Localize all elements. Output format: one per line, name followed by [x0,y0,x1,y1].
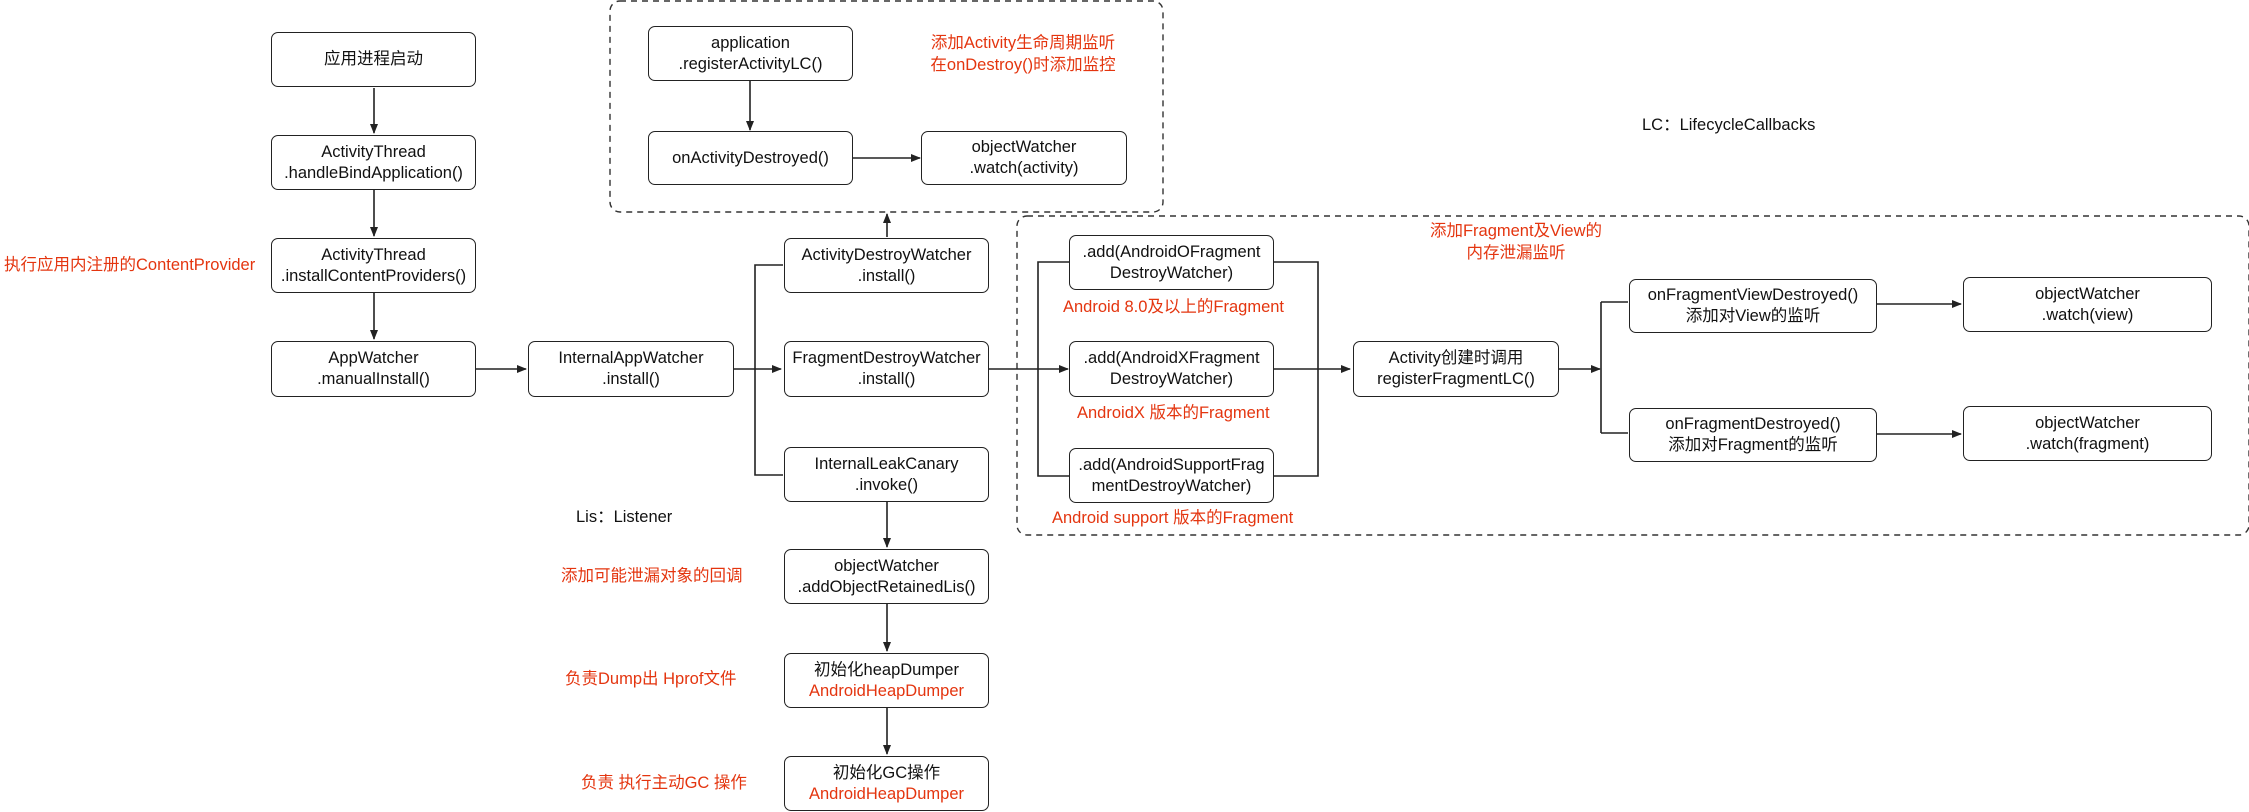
fragment-destroy-watcher-node: FragmentDestroyWatcher .install() [784,341,989,397]
node-text-highlight: AndroidHeapDumper [808,681,964,700]
register-fragment-lc-node: Activity创建时调用 registerFragmentLC() [1353,341,1559,397]
node-text: .handleBindApplication() [284,163,463,182]
fragment-monitor-group [1016,215,2249,536]
add-support-fragment-watcher-node: .add(AndroidSupportFrag mentDestroyWatch… [1069,448,1274,503]
activity-destroy-watcher-node: ActivityDestroyWatcher .install() [784,238,989,293]
fragment-view-note: 添加Fragment及View的 内存泄漏监听 [1400,220,1632,264]
activity-lifecycle-group [609,0,1164,213]
register-activity-lc-node: application .registerActivityLC() [648,26,853,81]
on-activity-destroyed-node: onActivityDestroyed() [648,131,853,185]
dump-hprof-note: 负责Dump出 Hprof文件 [565,670,737,688]
note-line: 添加Fragment及View的 [1429,222,1603,240]
node-text: .watch(activity) [969,159,1079,177]
node-text: 添加对View的监听 [1685,307,1821,325]
node-text: .registerActivityLC() [678,54,823,73]
on-fragment-view-destroyed-node: onFragmentViewDestroyed() 添加对View的监听 [1629,279,1877,333]
node-text-highlight: AndroidHeapDumper [808,784,964,803]
node-text: FragmentDestroyWatcher [792,349,981,367]
lc-legend: LC：LifecycleCallbacks [1642,116,1816,134]
node-text: 初始化heapDumper [814,660,959,679]
watch-fragment-node: objectWatcher .watch(fragment) [1963,406,2212,461]
node-text: .watch(view) [2041,305,2134,324]
node-text: AppWatcher [328,349,419,367]
node-text: 添加对Fragment的监听 [1668,436,1838,454]
node-text: .install() [602,370,660,388]
node-text: .addObjectRetainedLis() [797,577,976,596]
node-text: 应用进程启动 [324,50,423,68]
node-text: Activity创建时调用 [1388,349,1524,367]
note-line: 内存泄漏监听 [1466,244,1566,262]
node-text: InternalLeakCanary [814,454,959,473]
add-object-retained-lis-node: objectWatcher .addObjectRetainedLis() [784,549,989,604]
edge-branch-activity-destroy-watcher [754,264,783,369]
edge-branch-internal-leak-canary [754,369,783,476]
node-text: .installContentProviders() [280,266,467,285]
node-text: mentDestroyWatcher) [1091,476,1252,495]
manual-install-node: AppWatcher .manualInstall() [271,341,476,397]
node-text: onActivityDestroyed() [672,148,829,167]
node-text: objectWatcher [2035,413,2140,432]
internal-leak-canary-node: InternalLeakCanary .invoke() [784,447,989,502]
node-text: .add(AndroidSupportFrag [1078,455,1265,474]
content-provider-note: 执行应用内注册的ContentProvider [4,256,256,274]
lis-legend: Lis：Listener [576,508,673,526]
internal-app-watcher-node: InternalAppWatcher .install() [528,341,734,397]
node-text: onFragmentViewDestroyed() [1647,286,1859,304]
node-text: InternalAppWatcher [558,349,704,367]
activity-lifecycle-note: 添加Activity生命周期监听 在onDestroy()时添加监控 [920,32,1126,76]
init-heap-dumper-node: 初始化heapDumper AndroidHeapDumper [784,653,989,708]
node-text: ActivityThread [321,245,426,264]
node-text: .watch(fragment) [2025,434,2150,453]
gc-note: 负责 执行主动GC 操作 [581,774,747,792]
android-x-note: AndroidX 版本的Fragment [1077,404,1270,422]
add-o-fragment-watcher-node: .add(AndroidOFragment DestroyWatcher) [1069,235,1274,290]
node-text: 初始化GC操作 [832,763,941,782]
note-line: 添加Activity生命周期监听 [930,34,1116,52]
node-text: .install() [857,266,916,285]
node-text: objectWatcher [971,138,1077,156]
watch-view-node: objectWatcher .watch(view) [1963,277,2212,332]
install-content-providers-node: ActivityThread .installContentProviders(… [271,238,476,293]
app-start-node: 应用进程启动 [271,32,476,87]
edge-bracket-left [1037,261,1069,477]
node-text: objectWatcher [2035,284,2140,303]
node-text: .add(AndroidOFragment [1082,242,1261,261]
handle-bind-application-node: ActivityThread .handleBindApplication() [271,135,476,190]
on-fragment-destroyed-node: onFragmentDestroyed() 添加对Fragment的监听 [1629,408,1877,462]
watch-activity-node: objectWatcher .watch(activity) [921,131,1127,185]
node-text: .invoke() [854,475,919,494]
android-8-note: Android 8.0及以上的Fragment [1063,298,1285,316]
note-line: 在onDestroy()时添加监控 [930,56,1116,74]
node-text: ActivityDestroyWatcher [801,245,972,264]
node-text: .manualInstall() [317,370,430,388]
node-text: DestroyWatcher) [1109,370,1234,388]
add-x-fragment-watcher-node: .add(AndroidXFragment DestroyWatcher) [1069,341,1274,397]
node-text: .add(AndroidXFragment [1083,349,1260,367]
node-text: DestroyWatcher) [1109,263,1234,282]
init-gc-node: 初始化GC操作 AndroidHeapDumper [784,756,989,811]
android-support-note: Android support 版本的Fragment [1052,509,1294,527]
node-text: ActivityThread [321,142,426,161]
node-text: onFragmentDestroyed() [1665,415,1841,433]
node-text: objectWatcher [834,556,939,575]
node-text: .install() [857,370,916,388]
node-text: application [711,33,790,52]
retained-callback-note: 添加可能泄漏对象的回调 [561,567,743,585]
node-text: registerFragmentLC() [1377,370,1535,388]
